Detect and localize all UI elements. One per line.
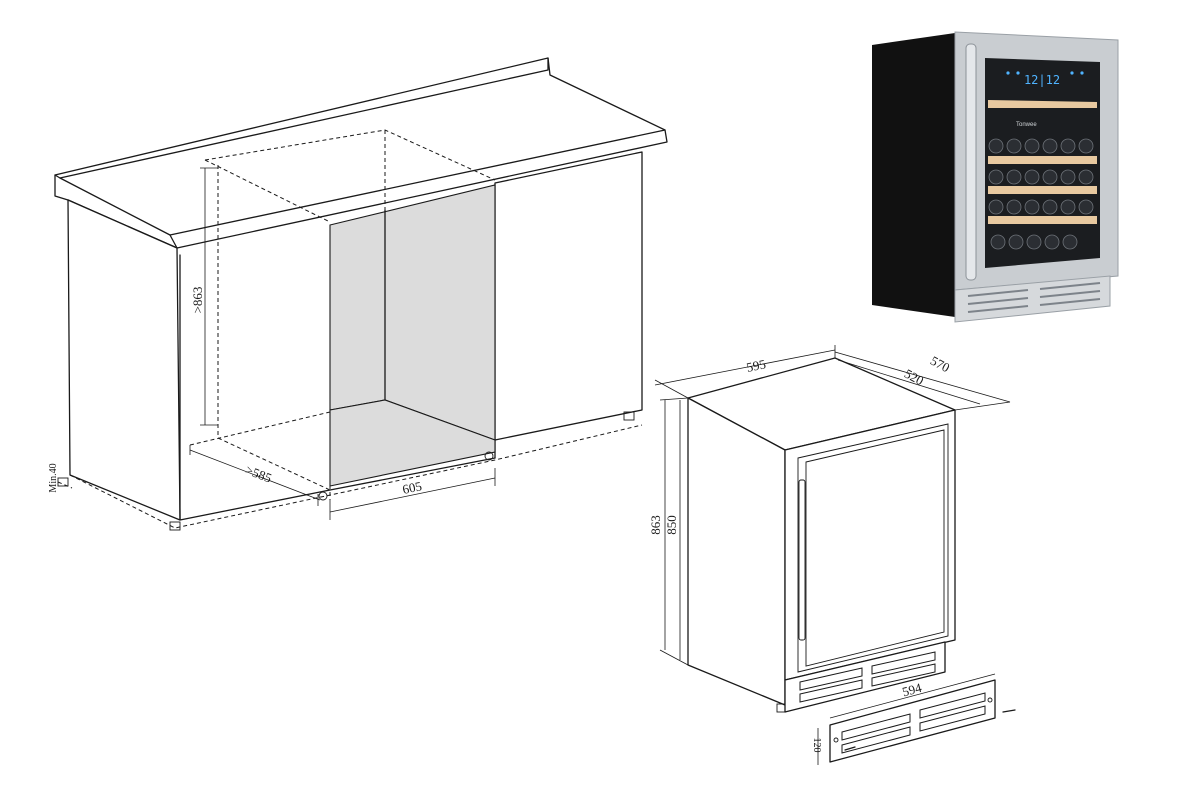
min-gap-label: Min.40: [48, 463, 59, 492]
unit-total-depth-label: 570: [928, 353, 952, 375]
unit-dimension-drawing: 595 570 520 863 850: [648, 345, 1011, 713]
wine-bottles: [988, 138, 1094, 250]
cavity-depth-label: >585: [243, 462, 273, 486]
cabinet-installation-drawing: >863 >585 605 Min.40: [48, 57, 668, 531]
countertop: [54, 57, 668, 249]
cavity-back-wall: [329, 184, 496, 441]
left-cabinet: [67, 199, 181, 521]
unit-door-handle: [798, 479, 806, 641]
cabinet-side: [872, 32, 962, 318]
unit-total-height-label: 863: [648, 515, 663, 535]
kick-plate-drawing: 594 120: [811, 673, 1016, 765]
unit-body-depth-label: 520: [902, 366, 926, 388]
unit-body-height-label: 850: [664, 515, 679, 535]
cavity-width-label: 605: [401, 478, 423, 497]
door-handle: [965, 43, 977, 281]
cavity-floor: [329, 399, 496, 487]
kick-plate-height-label: 120: [811, 738, 822, 753]
cavity-height-label: >863: [190, 287, 205, 314]
unit-width-label: 595: [745, 356, 767, 375]
product-photo: 12|12 Tonwee: [872, 31, 1119, 323]
brand-logo: Tonwee: [1016, 122, 1037, 128]
right-cabinet: [494, 151, 643, 441]
kick-plate-width-label: 594: [900, 680, 923, 700]
unit-side: [687, 397, 786, 706]
unit-door: [784, 409, 956, 681]
temperature-display: 12|12: [1024, 73, 1060, 87]
